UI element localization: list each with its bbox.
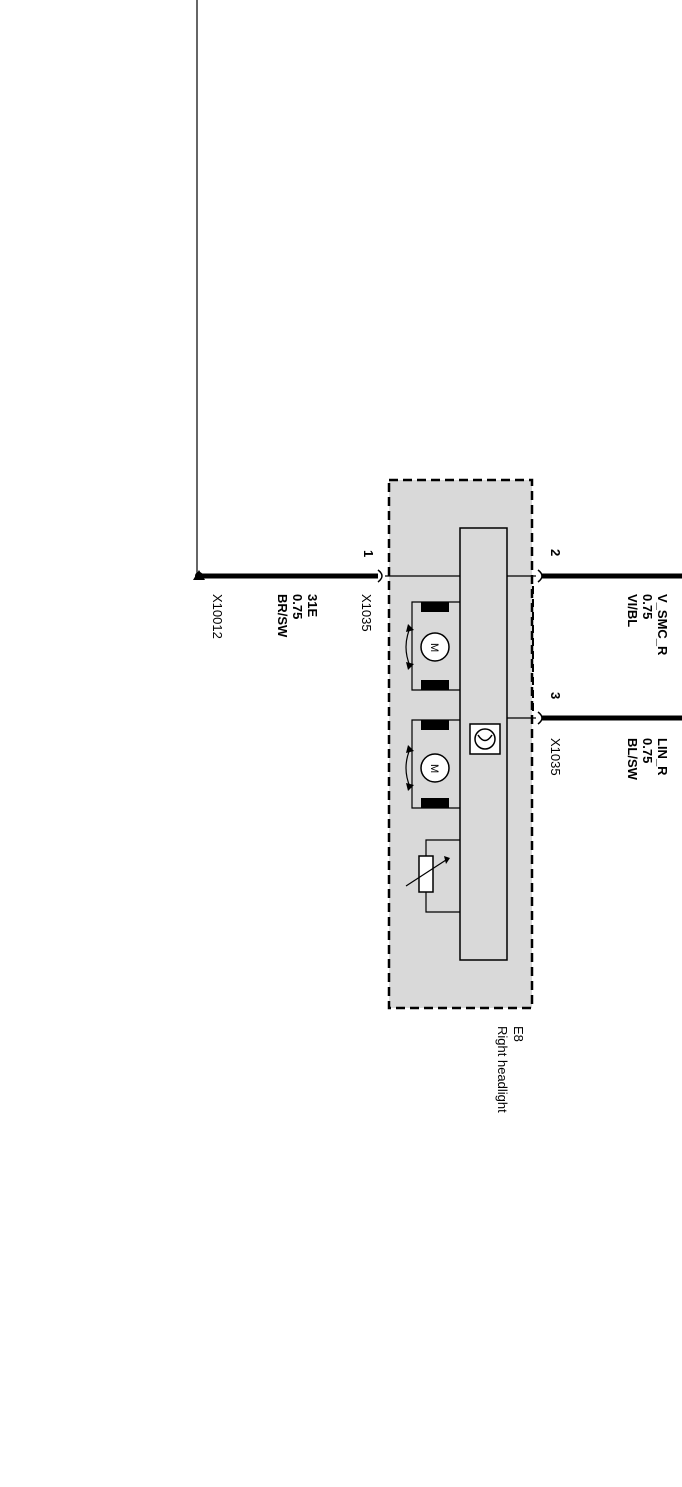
pin2-connector-icon: [537, 569, 543, 583]
pin3-number: 3: [548, 692, 563, 699]
pin3-connector-text: X1035: [548, 738, 563, 776]
motor-1-group: [405, 601, 460, 691]
pin3-connector-label: X1035: [548, 738, 563, 776]
motor-1-letter: M: [428, 643, 440, 652]
motor-2-group: [405, 719, 460, 809]
pin1-connector-text: X1035: [359, 594, 374, 632]
ground-wire-label: 31E 0.75 BR/SW: [275, 594, 320, 638]
position-sensor-icon: [405, 839, 460, 913]
pin2-signal-text: V_SMC_R: [655, 594, 670, 656]
pin3-color-text: BL/SW: [625, 738, 640, 781]
pin2-color-text: VI/BL: [625, 594, 640, 627]
pin2-gauge-text: 0.75: [640, 594, 655, 619]
pin3-gauge-text: 0.75: [640, 738, 655, 763]
ground-connector-label: X10012: [210, 594, 225, 639]
motor-1-icon: [420, 632, 450, 662]
ground-connector-text: X10012: [210, 594, 225, 639]
pin3-label: 3: [548, 692, 563, 699]
motor-2-letter-text: M: [428, 764, 440, 773]
pin1-number: 1: [361, 550, 376, 557]
ground-color-text: BR/SW: [275, 594, 290, 638]
pin1-connector-label: X1035: [359, 594, 374, 632]
component-name-text: Right headlight: [495, 1026, 510, 1113]
pin1-label: 1: [361, 550, 376, 557]
ground-arrow-icon: [193, 570, 205, 580]
pin1-connector-icon: [377, 569, 383, 583]
pin3-signal-text: LIN_R: [655, 738, 670, 776]
lamp-icon: [469, 723, 501, 755]
motor-2-letter: M: [428, 764, 440, 773]
pin3-wire-label: LIN_R 0.75 BL/SW: [625, 738, 670, 781]
component-id-text: E8: [511, 1026, 526, 1042]
motor-1-letter-text: M: [428, 643, 440, 652]
pin2-label: 2: [548, 549, 563, 556]
component-label: E8 Right headlight: [495, 1026, 526, 1113]
motor-2-icon: [420, 753, 450, 783]
ground-signal-text: 31E: [305, 594, 320, 617]
pin2-number: 2: [548, 549, 563, 556]
pin2-wire-label: V_SMC_R 0.75 VI/BL: [625, 594, 670, 656]
ground-gauge-text: 0.75: [290, 594, 305, 619]
pin3-connector-icon: [537, 711, 543, 725]
